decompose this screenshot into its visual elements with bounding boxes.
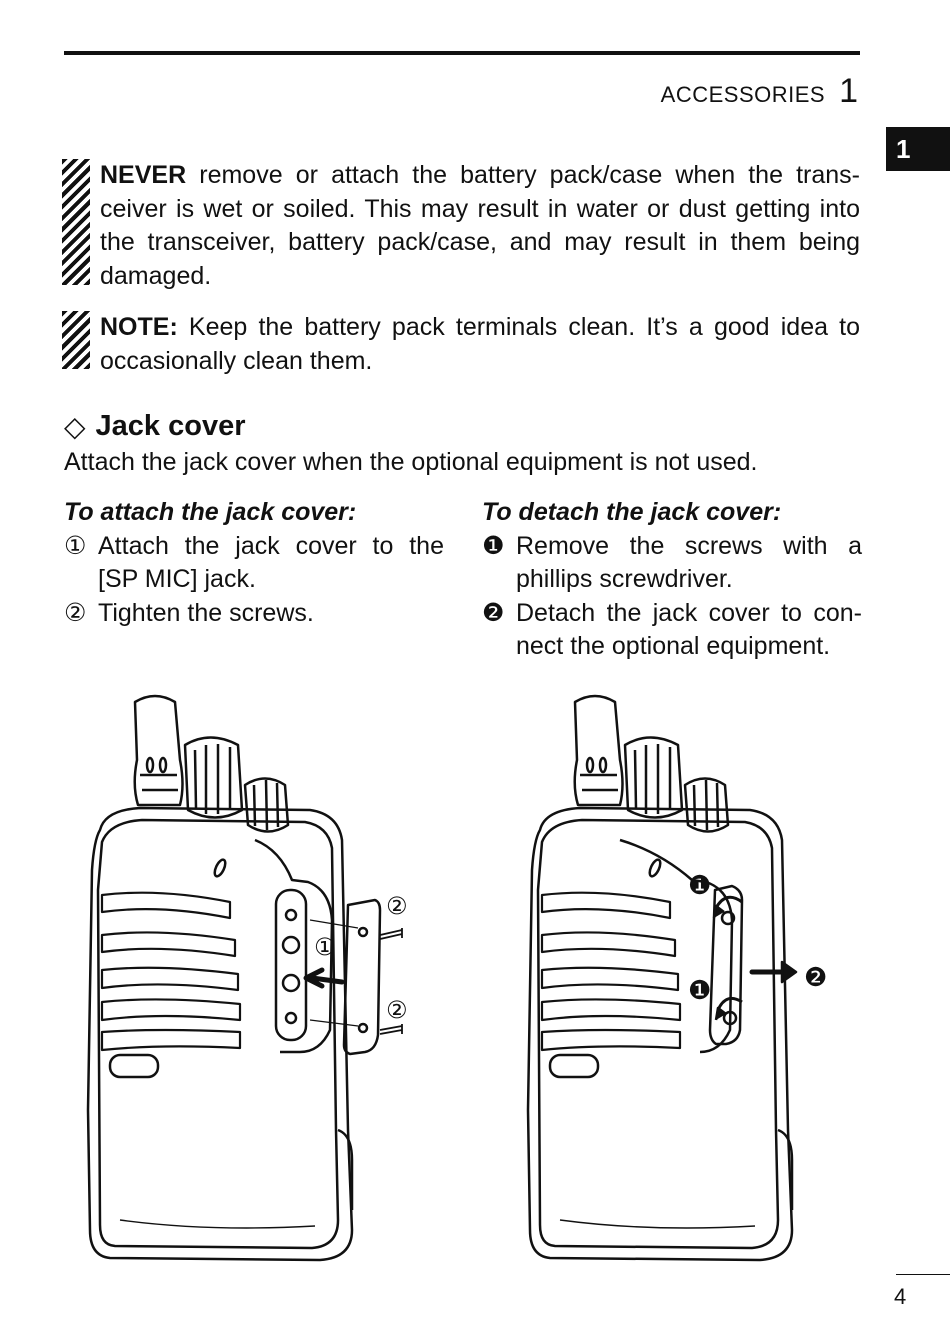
screw bbox=[379, 1024, 403, 1035]
jack-panel bbox=[274, 888, 308, 1042]
bottom-rule bbox=[896, 1274, 950, 1275]
radio-body bbox=[526, 806, 794, 1262]
note-block: NOTE: Keep the battery pack terminals cl… bbox=[62, 311, 860, 378]
figure-label: ② bbox=[386, 997, 408, 1024]
attach-heading: To attach the jack cover: bbox=[64, 498, 357, 526]
attach-step: ② Tighten the screws. bbox=[64, 597, 444, 631]
warning-lead: NEVER bbox=[100, 161, 187, 189]
detach-step: ❷ Detach the jack cover to con-nect the … bbox=[482, 597, 862, 664]
note-lead: NOTE: bbox=[100, 313, 178, 341]
detach-illustration bbox=[526, 694, 798, 1262]
volume-knob bbox=[183, 736, 244, 819]
speaker-grille bbox=[100, 891, 242, 1052]
step-text: Attach the jack cover to the [SP MIC] ja… bbox=[98, 531, 444, 594]
volume-knob bbox=[623, 736, 684, 819]
speaker-grille bbox=[540, 891, 682, 1052]
screw bbox=[379, 928, 403, 940]
jack-cover bbox=[342, 898, 382, 1056]
figure-label: ① bbox=[314, 934, 336, 961]
attach-arrow bbox=[303, 967, 345, 989]
warning-block: NEVER remove or attach the battery pack/… bbox=[62, 159, 860, 293]
step-marker: ❷ bbox=[482, 598, 505, 627]
step-marker: ❶ bbox=[482, 531, 505, 560]
section-intro: Attach the jack cover when the optional … bbox=[64, 448, 758, 476]
rotate-arrow bbox=[716, 996, 743, 1011]
attach-step: ① Attach the jack cover to the [SP MIC] … bbox=[64, 530, 444, 597]
radio-body bbox=[86, 806, 354, 1262]
running-head: ACCESSORIES 1 bbox=[661, 72, 858, 111]
chapter-number: 1 bbox=[839, 72, 858, 110]
note-body: Keep the battery pack terminals clean. I… bbox=[100, 313, 860, 375]
section-title-text: Jack cover bbox=[95, 410, 246, 442]
section-title: ◇ Jack cover bbox=[64, 410, 246, 443]
step-marker: ① bbox=[64, 531, 87, 560]
chapter-tab: 1 bbox=[886, 127, 950, 171]
side-panel bbox=[254, 838, 334, 1054]
figure-label: ② bbox=[386, 893, 408, 920]
top-rule bbox=[64, 51, 860, 55]
step-text: Remove the screws with a phillips screwd… bbox=[516, 531, 862, 594]
figure-label: ❷ bbox=[804, 962, 828, 992]
hatch-mark bbox=[62, 311, 90, 369]
rotate-arrow bbox=[714, 895, 743, 909]
detach-column: To detach the jack cover: ❶ Remove the s… bbox=[482, 496, 862, 664]
step-text: Tighten the screws. bbox=[98, 598, 314, 627]
figure-label: ❶ bbox=[688, 975, 712, 1005]
page-number: 4 bbox=[894, 1284, 907, 1309]
step-text: Detach the jack cover to con-nect the op… bbox=[516, 598, 862, 661]
step-marker: ② bbox=[64, 598, 87, 627]
attach-illustration bbox=[86, 694, 403, 1262]
section-name: ACCESSORIES bbox=[660, 82, 826, 107]
note-text: NOTE: Keep the battery pack terminals cl… bbox=[100, 311, 860, 378]
hatch-mark bbox=[62, 159, 90, 285]
jack-cover bbox=[708, 884, 744, 1046]
channel-knob bbox=[243, 777, 290, 833]
detach-heading: To detach the jack cover: bbox=[482, 498, 782, 526]
warning-body: remove or attach the battery pack/case w… bbox=[100, 161, 860, 290]
figure-label: ❶ bbox=[688, 870, 712, 900]
antenna bbox=[133, 694, 184, 807]
diamond-icon: ◇ bbox=[64, 411, 86, 442]
warning-text: NEVER remove or attach the battery pack/… bbox=[100, 159, 860, 293]
channel-knob bbox=[683, 777, 730, 833]
detach-step: ❶ Remove the screws with a phillips scre… bbox=[482, 530, 862, 597]
antenna bbox=[573, 694, 624, 807]
attach-column: To attach the jack cover: ① Attach the j… bbox=[64, 496, 444, 630]
